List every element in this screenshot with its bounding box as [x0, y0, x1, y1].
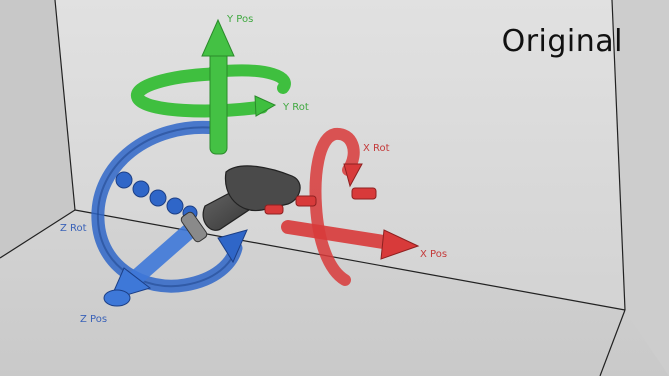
z-pos-shaft — [122, 224, 196, 291]
y-pos-label: Y Pos — [227, 14, 254, 25]
controller-ring — [180, 211, 208, 243]
x-tail-dash-3 — [351, 187, 377, 200]
x-pos-arrowhead — [380, 229, 420, 260]
x-pos-shaft — [281, 220, 397, 250]
y-pos-arrowhead — [201, 18, 235, 57]
z-rot-ring-shade — [96, 126, 237, 288]
z-tail-bead-4 — [166, 197, 184, 215]
y-rot-label: Y Rot — [283, 102, 309, 113]
room-edge-floor-right — [599, 309, 626, 376]
page-title: Original — [501, 24, 623, 59]
room-edge-right — [611, 0, 626, 311]
x-rot-arrowhead — [343, 163, 363, 188]
x-tail-dash-1 — [264, 204, 284, 215]
z-tail-bead-2 — [132, 180, 150, 198]
z-tail-bead-1 — [115, 171, 133, 189]
z-tail-bead-3 — [149, 189, 167, 207]
x-pos-label: X Pos — [420, 249, 448, 260]
x-rot-ring — [309, 127, 360, 286]
room-edge-floor-back — [74, 209, 626, 311]
z-pos-label: Z Pos — [80, 314, 108, 325]
y-rot-ring-back — [207, 64, 291, 94]
room-edge-floor-left — [0, 209, 76, 259]
z-rot-arrowhead — [217, 229, 248, 264]
x-tail-dash-2 — [295, 195, 317, 207]
x-rot-label: X Rot — [363, 143, 390, 154]
z-rot-label: Z Rot — [60, 223, 87, 234]
room-edge-left — [54, 0, 76, 211]
z-pos-arrow-tip — [103, 289, 131, 307]
left-wall — [0, 0, 75, 258]
y-pos-shaft — [209, 49, 228, 155]
controller-head — [224, 165, 301, 212]
y-rot-arrowhead — [254, 95, 277, 117]
right-wall — [612, 0, 669, 376]
